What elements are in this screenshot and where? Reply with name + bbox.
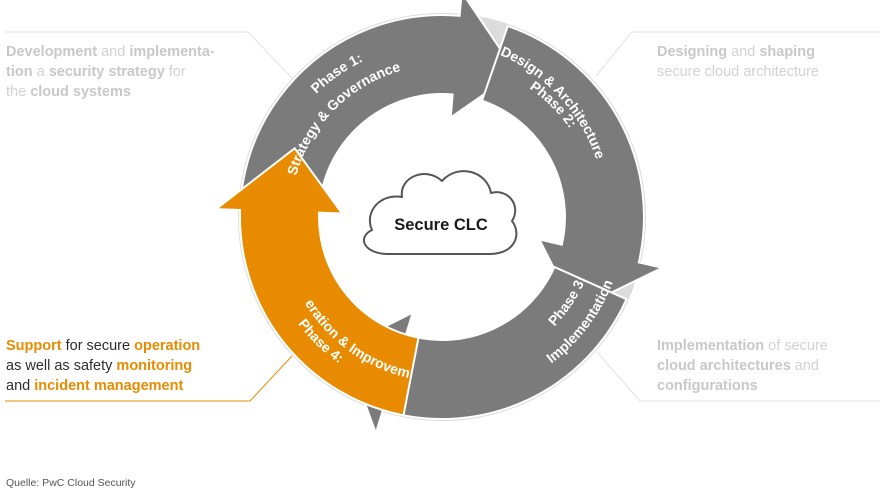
source-note: Quelle: PwC Cloud Security — [6, 477, 136, 489]
center-label: Secure CLC — [394, 216, 488, 234]
phase-1-description: Development and implementa-tion a securi… — [6, 44, 215, 100]
leader-line-p4 — [5, 355, 293, 402]
phase-2-arrow — [480, 24, 666, 312]
leader-line-p1 — [5, 31, 293, 79]
phase-arrows — [213, 0, 666, 437]
cloud-icon — [362, 170, 518, 255]
leader-line-p2 — [595, 31, 880, 77]
phase-4-arrow — [213, 146, 420, 417]
leader-line-p3 — [596, 351, 880, 402]
